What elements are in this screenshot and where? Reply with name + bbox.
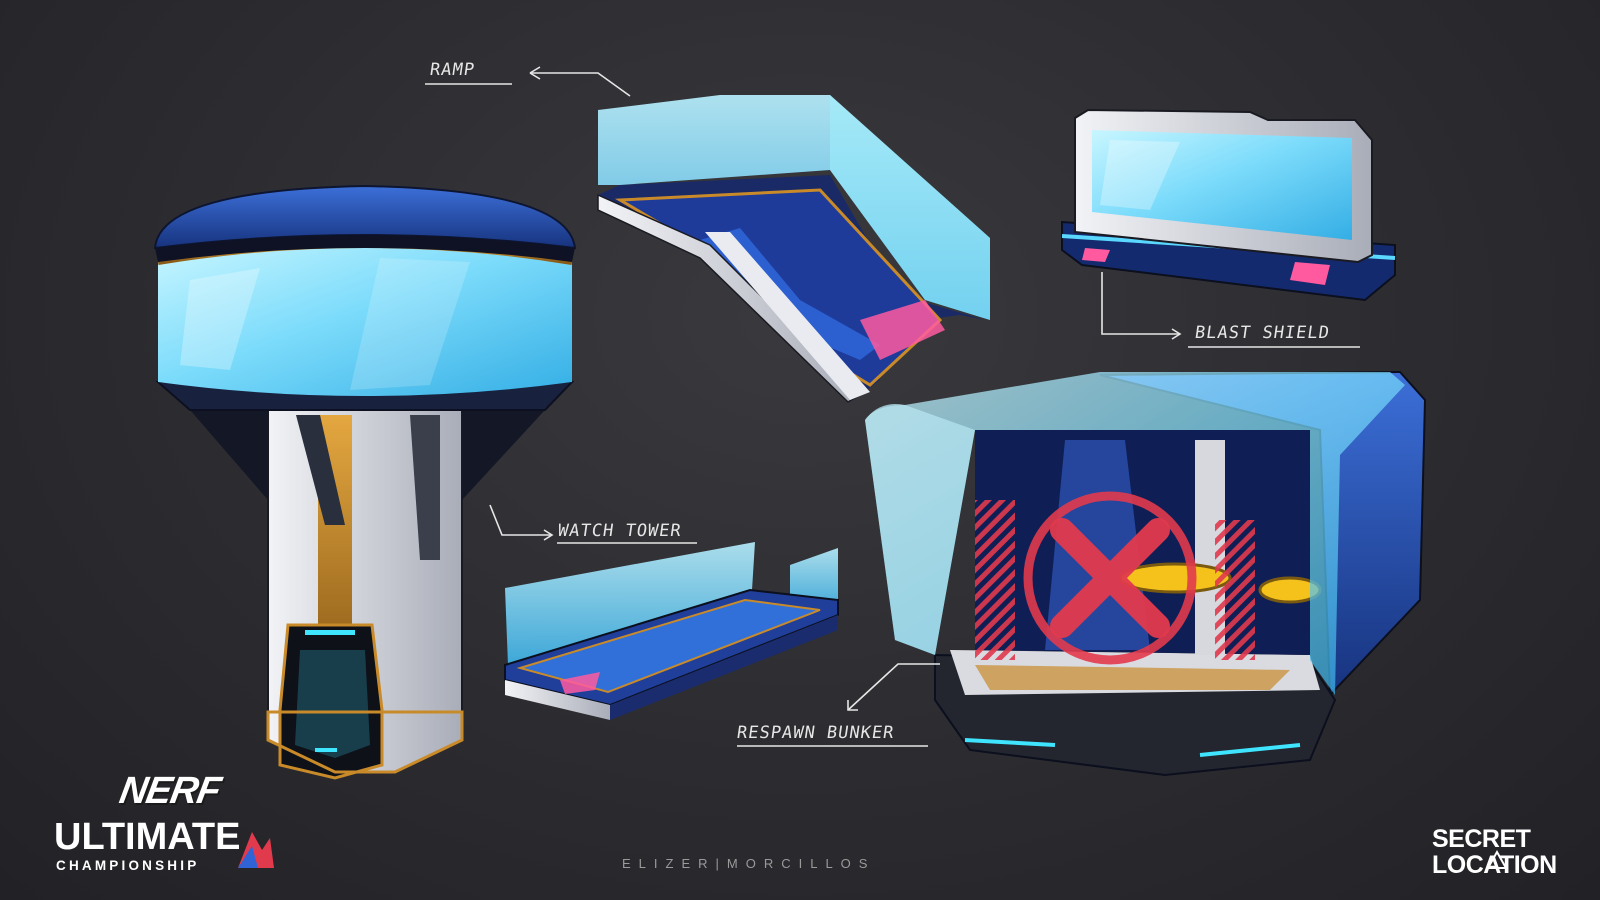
studio-line-1: SECRET xyxy=(1432,825,1531,853)
callout-lines xyxy=(425,66,1360,747)
watch-tower-label: WATCH TOWER xyxy=(556,521,683,541)
cover-wall-illustration xyxy=(504,542,839,720)
respawn-bunker-label: RESPAWN BUNKER xyxy=(735,723,896,743)
blast-shield-label: BLAST SHIELD xyxy=(1193,323,1332,343)
ultimate-flame-emblem xyxy=(238,832,274,868)
artist-credit: ELIZER|MORCILLOS xyxy=(622,856,876,871)
ramp-label: RAMP xyxy=(428,60,477,80)
blast-shield-illustration xyxy=(1061,108,1396,302)
secret-location-triangle-mark xyxy=(1486,849,1508,869)
secret-location-logo: SECRET LOCATION xyxy=(1432,826,1557,878)
championship-logo-text: CHAMPIONSHIP xyxy=(56,858,200,873)
studio-line-2: LOCATION xyxy=(1432,851,1557,879)
respawn-bunker-illustration xyxy=(865,370,1427,777)
nerf-logo: NERF xyxy=(116,770,224,812)
ultimate-logo-text: ULTIMATE xyxy=(54,816,241,858)
ramp-illustration xyxy=(597,95,990,403)
watch-tower-illustration xyxy=(153,184,577,780)
